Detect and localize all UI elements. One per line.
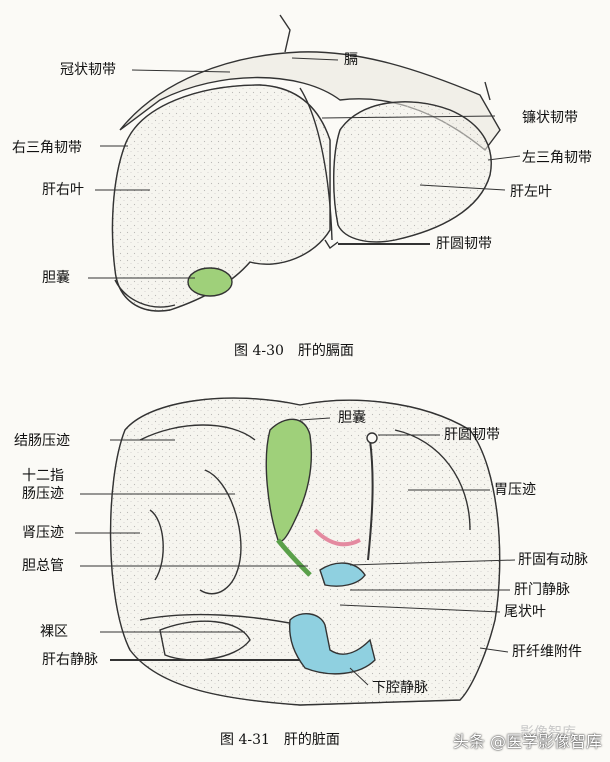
label-falciform-ligament: 镰状韧带 <box>522 110 578 126</box>
watermark-faint: 影像智库 <box>520 725 576 741</box>
figure-caption-4-31: 图 4-31 肝的脏面 <box>220 732 340 748</box>
label-renal-impression: 肾压迹 <box>22 525 64 541</box>
label-right-triangular-ligament: 右三角韧带 <box>12 140 82 156</box>
label-left-lobe: 肝左叶 <box>510 184 552 200</box>
ivc-shape <box>288 613 376 675</box>
portal-vein-shape <box>319 562 366 587</box>
label-diaphragm: 膈 <box>344 52 358 68</box>
bile-duct-shape <box>276 538 312 577</box>
figure-caption-4-30: 图 4-30 肝的膈面 <box>234 343 354 359</box>
label-right-hepatic-vein: 肝右静脉 <box>42 652 98 668</box>
label-duodenal-impression-line2: 肠压迹 <box>22 486 64 502</box>
label-proper-hepatic-artery: 肝固有动脉 <box>518 552 588 568</box>
watermark: 头条 @医学影像智库 <box>452 732 602 751</box>
label-common-bile-duct: 胆总管 <box>22 558 64 574</box>
label-coronary-ligament: 冠状韧带 <box>60 62 116 78</box>
label-round-ligament-visceral: 肝圆韧带 <box>444 427 500 443</box>
label-inferior-vena-cava: 下腔静脉 <box>372 680 428 696</box>
label-fibrous-appendix: 肝纤维附件 <box>512 644 582 660</box>
label-left-triangular-ligament: 左三角韧带 <box>522 150 592 166</box>
visceral-surface-figure <box>75 397 516 706</box>
label-gallbladder-visceral: 胆囊 <box>338 410 366 426</box>
diaphragm-shape <box>119 51 501 152</box>
label-round-ligament: 肝圆韧带 <box>436 236 492 252</box>
label-colic-impression: 结肠压迹 <box>14 433 70 449</box>
diaphragmatic-surface-figure <box>88 14 521 312</box>
label-right-lobe: 肝右叶 <box>42 182 84 198</box>
label-duodenal-impression-line1: 十二指 <box>22 468 64 484</box>
hepatic-artery-shape <box>313 528 361 547</box>
gallbladder-shape <box>187 267 233 297</box>
label-portal-vein: 肝门静脉 <box>514 582 570 598</box>
label-gallbladder: 胆囊 <box>42 270 70 286</box>
label-gastric-impression: 胃压迹 <box>494 482 536 498</box>
label-caudate-lobe: 尾状叶 <box>504 604 546 620</box>
visceral-gallbladder-shape <box>265 418 313 542</box>
label-bare-area: 裸区 <box>40 624 68 640</box>
